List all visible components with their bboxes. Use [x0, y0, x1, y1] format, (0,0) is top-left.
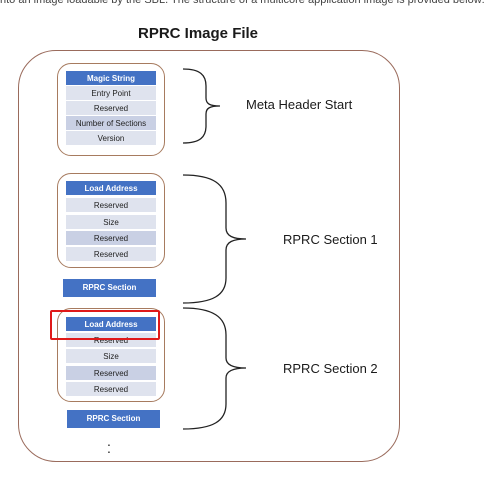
- meta-row-number-of-sections: Number of Sections: [66, 116, 156, 131]
- section2-row-reserved-3: Reserved: [66, 382, 156, 397]
- section1-group: Load Address Reserved Size Reserved Rese…: [57, 173, 165, 268]
- section1-brace: [182, 174, 247, 304]
- highlight-box: [50, 310, 160, 340]
- meta-row-entry-point: Entry Point: [66, 86, 156, 101]
- section2-group: Load Address Reserved Size Reserved Rese…: [57, 308, 165, 402]
- section1-row-load-address: Load Address: [66, 181, 156, 196]
- section1-row-reserved-1: Reserved: [66, 198, 156, 213]
- section1-row-reserved-2: Reserved: [66, 231, 156, 246]
- section1-row-size: Size: [66, 215, 156, 230]
- meta-row-magic-string: Magic String: [66, 71, 156, 86]
- image-file-container: [18, 50, 400, 462]
- meta-header-group: Magic String Entry Point Reserved Number…: [57, 63, 165, 156]
- meta-header-brace: [182, 68, 221, 144]
- section2-brace: [182, 307, 247, 430]
- meta-row-version: Version: [66, 131, 156, 146]
- section1-bar: RPRC Section: [63, 279, 156, 297]
- intro-text: nto an image loadable by the SBL. The st…: [0, 0, 485, 6]
- diagram-title: RPRC Image File: [138, 25, 259, 42]
- section2-row-load-address: Load Address: [66, 317, 156, 332]
- section2-label: RPRC Section 2: [283, 361, 378, 376]
- meta-header-label: Meta Header Start: [246, 97, 353, 112]
- continuation-dots: ..: [107, 433, 111, 456]
- section2-row-reserved-2: Reserved: [66, 366, 156, 381]
- section2-bar: RPRC Section: [67, 410, 160, 428]
- section1-label: RPRC Section 1: [283, 232, 378, 247]
- section2-row-size: Size: [66, 349, 156, 364]
- meta-row-reserved: Reserved: [66, 101, 156, 116]
- section1-row-reserved-3: Reserved: [66, 247, 156, 262]
- section2-row-reserved-1: Reserved: [66, 333, 156, 348]
